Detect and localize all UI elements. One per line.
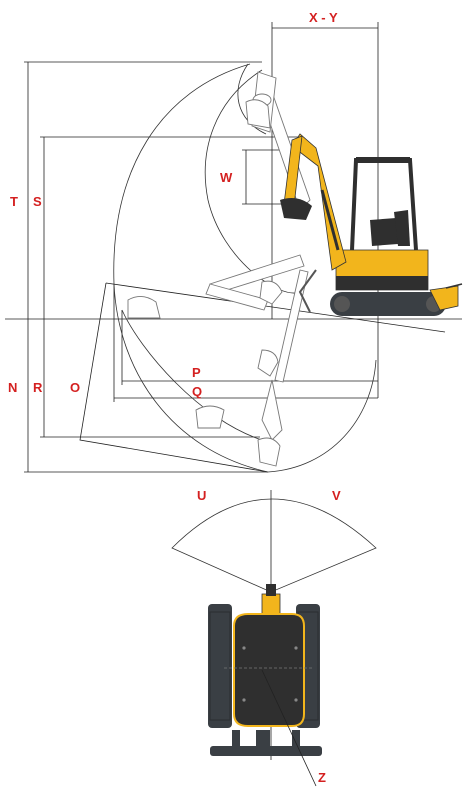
track-undercarriage [330,292,446,316]
label-n: N [8,380,17,395]
label-q: Q [192,384,202,399]
reach-envelope-lower [121,309,263,441]
swing-sector [171,498,377,593]
label-u: U [197,488,206,503]
dim-line-o-top [105,282,446,333]
ghost-arm-low [205,254,309,441]
dozer-blade-top [210,746,322,756]
label-w: W [220,170,233,185]
dim-line-z [261,669,317,787]
reach-envelope-outer [113,63,377,473]
bucket-icon [195,405,225,429]
upper-body-top [233,613,305,727]
label-t: T [10,194,18,209]
label-x-y: X - Y [309,10,338,25]
label-z: Z [318,770,326,785]
bucket-icon [245,99,271,129]
dim-line-o [79,282,269,473]
boom [291,133,347,271]
dimension-labels: X - Y T S W N R O P Q U V Z [8,10,341,785]
bucket-icon [257,437,281,467]
bucket-icon [257,349,279,377]
excavator-side [280,133,463,316]
label-r: R [33,380,43,395]
top-view [171,490,377,787]
label-v: V [332,488,341,503]
reach-envelope-top-arc [237,63,267,135]
label-s: S [33,194,42,209]
label-o: O [70,380,80,395]
side-view [5,22,463,473]
ghost-buckets [127,99,283,467]
bucket-icon [259,280,283,305]
label-p: P [192,365,201,380]
operator-seat [370,218,398,246]
bucket-icon [280,198,312,220]
track-left [208,604,232,728]
bucket-icon [127,296,161,319]
